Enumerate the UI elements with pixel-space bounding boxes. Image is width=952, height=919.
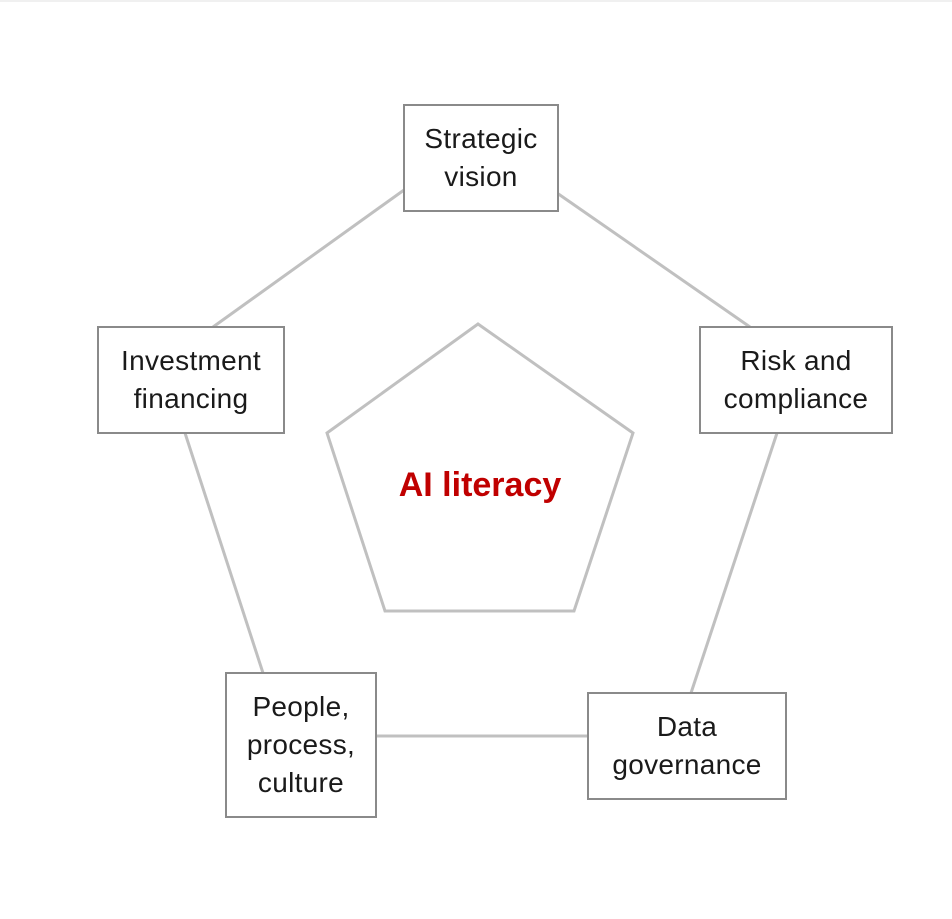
- connector-risk-to-data: [689, 432, 779, 694]
- connector-people-to-investment: [183, 432, 265, 674]
- center-label-ai-literacy: AI literacy: [398, 466, 562, 504]
- connector-investment-to-strategic: [212, 188, 405, 329]
- connector-strategic-to-risk: [556, 191, 751, 329]
- node-label: People, process, culture: [246, 691, 356, 798]
- top-divider: [0, 0, 952, 2]
- node-risk-and-compliance: Risk and compliance: [699, 326, 893, 434]
- node-label: Investment financing: [121, 345, 261, 414]
- node-strategic-vision: Strategic vision: [403, 104, 559, 212]
- node-investment-financing: Investment financing: [97, 326, 285, 434]
- node-label: Data governance: [612, 711, 762, 780]
- node-people-process-culture: People, process, culture: [225, 672, 377, 818]
- node-data-governance: Data governance: [587, 692, 787, 800]
- node-label: Risk and compliance: [723, 345, 869, 414]
- node-label: Strategic vision: [424, 123, 538, 192]
- center-pentagon: [325, 322, 635, 613]
